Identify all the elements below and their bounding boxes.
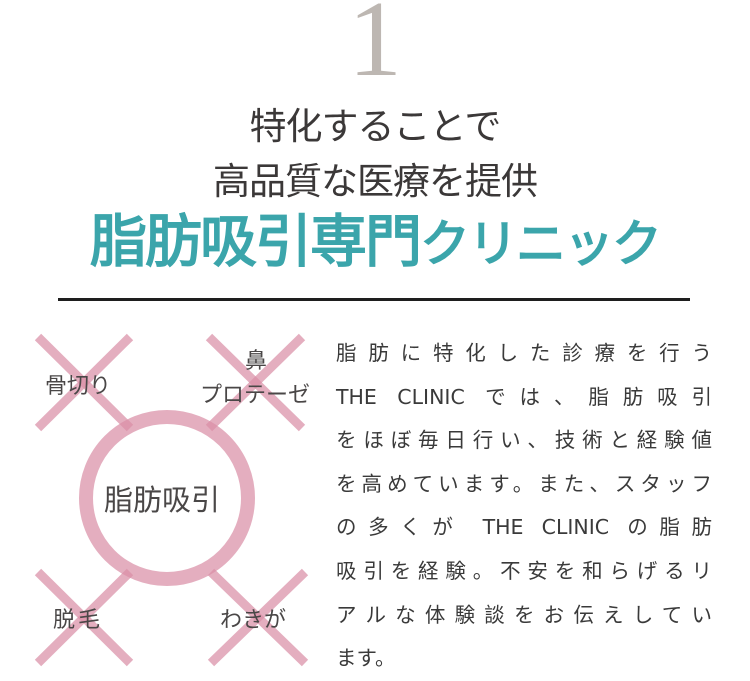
main-heading-kanji: 脂肪吸引専門 (90, 208, 422, 275)
paragraph-line: をほぼ毎日行い、技術と経験値 (336, 428, 712, 453)
label-prosthesis: プロテーゼ (200, 383, 310, 408)
section-number: 1 (348, 0, 402, 99)
focus-circle (79, 410, 255, 586)
divider (58, 298, 690, 301)
cross-icon-bottom-right (207, 568, 309, 667)
headline-line-2: 高品質な医療を提供 (213, 160, 538, 203)
paragraph-line: の多くが THE CLINIC の脂肪 (336, 515, 712, 540)
label-armpit-odor: わきが (220, 608, 286, 633)
paragraph-line: ます。 (336, 646, 396, 671)
cross-icon-top-left (34, 333, 134, 432)
label-hair-removal: 脱毛 (53, 608, 103, 633)
main-heading: 脂肪吸引専門クリニック (0, 213, 750, 270)
headline-line-1: 特化することで (249, 105, 502, 148)
description-paragraph: 脂肪に特化した診療を行う THE CLINIC では、脂肪吸引 をほぼ毎日行い、… (336, 332, 712, 681)
label-bone-cutting: 骨切り (45, 374, 111, 399)
label-nose: 鼻 (245, 349, 267, 374)
label-liposuction: 脂肪吸引 (104, 483, 220, 517)
paragraph-line: を高めています。また、スタッフ (336, 471, 712, 496)
specialization-diagram: 骨切り 鼻 プロテーゼ 脂肪吸引 脱毛 わきが (34, 333, 310, 667)
paragraph-line: 脂肪に特化した診療を行う (336, 341, 712, 365)
paragraph-line: 吸引を経験。不安を和らげるリ (336, 558, 712, 583)
paragraph-line: アルな体験談をお伝えしてい (336, 602, 712, 627)
main-heading-kana: クリニック (420, 214, 662, 273)
paragraph-line: THE CLINIC では、脂肪吸引 (336, 384, 712, 409)
cross-icon-bottom-left (34, 568, 134, 667)
cross-icon-top-right (205, 333, 306, 432)
